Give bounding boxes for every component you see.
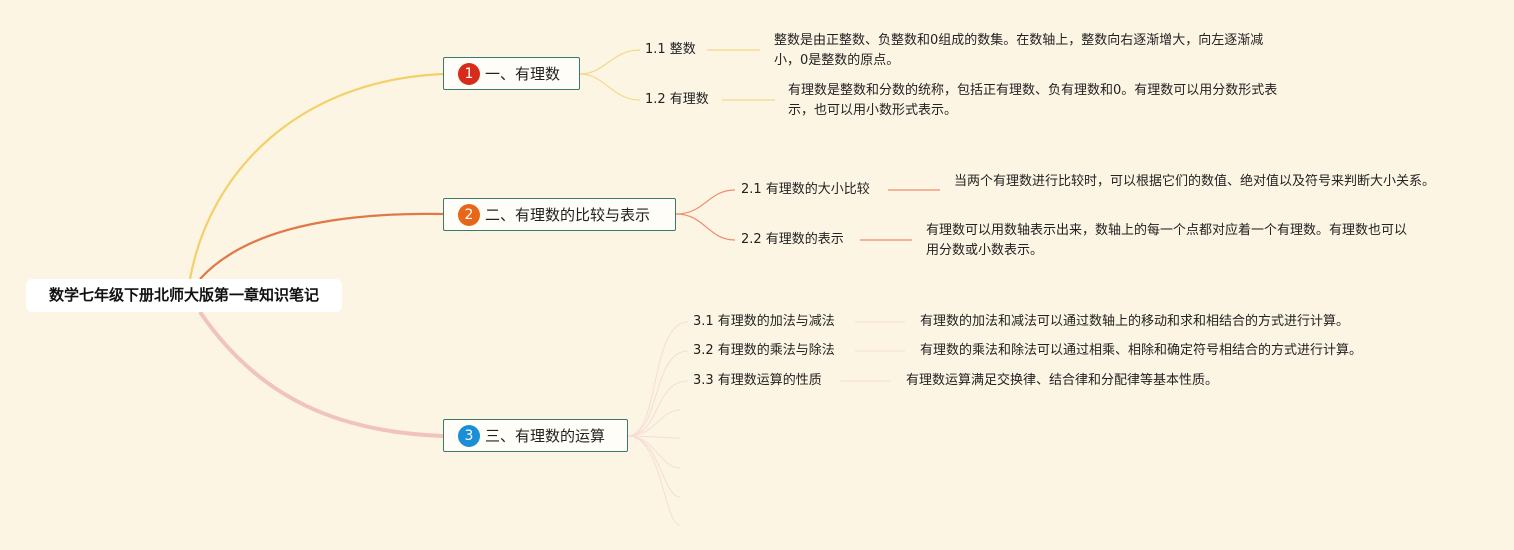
link-branch-1-sub-2 [579,73,641,101]
number-badge-icon: 2 [458,203,480,226]
link-branch-3-empty-3 [627,435,681,469]
detail-2-1[interactable]: 当两个有理数进行比较时，可以根据它们的数值、绝对值以及符号来判断大小关系。 [954,174,1436,189]
subtopic-2-1[interactable]: 2.1 有理数的大小比较 [741,182,870,197]
detail-3-3[interactable]: 有理数运算满足交换律、结合律和分配律等基本性质。 [906,373,1219,388]
subtopic-2-2[interactable]: 2.2 有理数的表示 [741,232,844,247]
branch-title: 一、有理数 [485,65,561,83]
link-branch-3-empty-1 [627,409,681,437]
subtopic-3-1[interactable]: 3.1 有理数的加法与减法 [693,314,835,329]
link-branch-2-sub-2 [675,213,736,241]
link-root-branch-2 [199,212,444,280]
detail-1-2[interactable]: 有理数是整数和分数的统称，包括正有理数、负有理数和0。有理数可以用分数形式表示，… [788,83,1278,118]
link-branch-3-sub-1 [627,321,689,437]
link-branch-2-sub-1 [675,189,736,215]
detail-1-1[interactable]: 整数是由正整数、负整数和0组成的数集。在数轴上，整数向右逐渐增大，向左逐渐减小，… [774,33,1264,68]
link-root-branch-1 [188,72,444,280]
link-root-branch-3 [198,310,444,438]
link-branch-3-sub-3 [627,380,689,437]
link-branch-1-sub-1 [579,49,641,75]
subtopic-1-2[interactable]: 1.2 有理数 [645,92,709,107]
subtopic-1-1[interactable]: 1.1 整数 [645,42,696,57]
subtopic-3-3[interactable]: 3.3 有理数运算的性质 [693,373,822,388]
branch-topic-1[interactable]: 1 一、有理数 [443,57,580,90]
number-badge-icon: 1 [458,62,480,85]
detail-3-2[interactable]: 有理数的乘法和除法可以通过相乘、相除和确定符号相结合的方式进行计算。 [920,343,1363,358]
subtopic-3-2[interactable]: 3.2 有理数的乘法与除法 [693,343,835,358]
link-branch-3-sub-2 [627,350,689,437]
branch-topic-2[interactable]: 2 二、有理数的比较与表示 [443,198,676,231]
root-topic[interactable]: 数学七年级下册北师大版第一章知识笔记 [26,279,342,312]
number-badge-icon: 3 [458,424,480,447]
branch-title: 三、有理数的运算 [485,427,606,445]
link-branch-3-empty-5 [627,435,681,526]
branch-title: 二、有理数的比较与表示 [485,206,651,224]
detail-2-2[interactable]: 有理数可以用数轴表示出来，数轴上的每一个点都对应着一个有理数。有理数也可以用分数… [926,223,1408,258]
detail-3-1[interactable]: 有理数的加法和减法可以通过数轴上的移动和求和相结合的方式进行计算。 [920,314,1350,329]
branch-topic-3[interactable]: 3 三、有理数的运算 [443,419,628,452]
